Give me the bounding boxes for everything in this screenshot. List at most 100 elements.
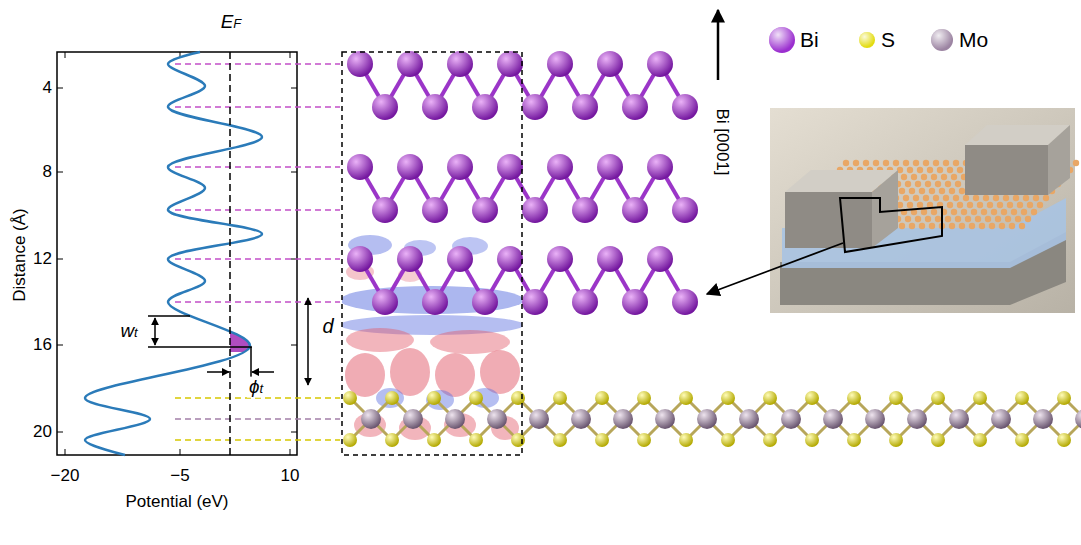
channel-atom <box>899 188 905 194</box>
legend-swatch <box>931 29 953 51</box>
plane-guide <box>175 258 340 260</box>
channel-atom <box>947 202 953 208</box>
channel-atom <box>921 174 927 180</box>
channel-atom <box>883 160 889 166</box>
channel-atom <box>925 181 931 187</box>
density-lobe <box>426 390 454 410</box>
bi-atom <box>472 94 498 120</box>
channel-atom <box>1003 195 1009 201</box>
bi-atom <box>472 197 498 223</box>
channel-atom <box>905 181 911 187</box>
channel-atom <box>1037 202 1043 208</box>
s-atom <box>931 433 945 447</box>
tick-label: −20 <box>51 467 80 486</box>
mo-atom <box>823 409 843 429</box>
channel-atom <box>1015 216 1021 222</box>
bi-atom <box>372 289 398 315</box>
plane-guide <box>175 439 340 441</box>
channel-atom <box>967 202 973 208</box>
tick-mark <box>57 432 63 433</box>
fermi-level-label: EF <box>221 12 242 33</box>
barrier-fill <box>230 312 262 352</box>
bi-atom <box>572 94 598 120</box>
s-atom <box>637 433 651 447</box>
bi-atom <box>572 289 598 315</box>
mo-atom <box>697 409 717 429</box>
direction-arrow <box>717 10 720 80</box>
channel-atom <box>957 167 963 173</box>
channel-atom <box>933 160 939 166</box>
swatch-highlight <box>769 27 795 53</box>
channel-atom <box>913 195 919 201</box>
channel-atom <box>929 223 935 229</box>
channel-atom <box>993 195 999 201</box>
swatch-highlight <box>931 29 953 51</box>
channel-atom <box>943 195 949 201</box>
channel-atom <box>943 160 949 166</box>
s-atom <box>679 391 693 405</box>
channel-atom <box>949 223 955 229</box>
contact-side <box>1048 125 1070 195</box>
plot-frame <box>57 52 297 455</box>
channel-atom <box>853 160 859 166</box>
channel-atom <box>909 188 915 194</box>
axis-title: Potential (eV) <box>126 493 229 512</box>
region-outline <box>840 198 942 252</box>
tick-mark <box>291 345 297 346</box>
mo-atom <box>949 409 969 429</box>
s-atom <box>1015 391 1029 405</box>
mo-atom <box>739 409 759 429</box>
channel-atom <box>991 209 997 215</box>
channel-atom <box>953 195 959 201</box>
bi-atom <box>547 154 573 180</box>
direction-label: Bi [0001] <box>713 108 732 175</box>
axis-title: Distance (Å) <box>11 208 30 302</box>
channel-atom <box>863 160 869 166</box>
tick-mark <box>65 52 66 58</box>
tick-mark <box>290 449 291 455</box>
dimension-label: wt <box>120 321 137 342</box>
tick-label: 12 <box>33 250 52 269</box>
tick-label: −5 <box>170 467 189 486</box>
bi-atom <box>397 51 423 77</box>
bi-atom <box>647 246 673 272</box>
channel-atom <box>905 216 911 222</box>
channel-atom <box>981 209 987 215</box>
tick-mark <box>65 449 66 455</box>
bi-atom <box>597 246 623 272</box>
channel-atom <box>951 209 957 215</box>
channel-atom <box>1017 202 1023 208</box>
zoom-box <box>342 52 522 455</box>
tick-label: 16 <box>33 336 52 355</box>
s-atom <box>763 391 777 405</box>
channel-atom <box>921 209 927 215</box>
dimension-arrow <box>252 371 274 373</box>
plane-guide <box>175 63 340 65</box>
channel-atom <box>933 195 939 201</box>
s-atom <box>385 391 399 405</box>
channel-atom <box>913 160 919 166</box>
channel-atom <box>1023 195 1029 201</box>
channel-atom <box>915 216 921 222</box>
legend <box>769 27 953 53</box>
channel-atom <box>1025 216 1031 222</box>
channel-atom <box>961 209 967 215</box>
bi-atom <box>597 154 623 180</box>
contact-front <box>785 192 872 248</box>
bi-atom <box>597 51 623 77</box>
bi-atom <box>647 51 673 77</box>
channel-atom <box>973 195 979 201</box>
bracket-line <box>148 346 252 348</box>
channel-atom <box>947 167 953 173</box>
potential-curve <box>85 52 262 455</box>
potential-plot <box>57 52 297 455</box>
mo-atom <box>655 409 675 429</box>
s-atom <box>595 433 609 447</box>
channel-atom <box>937 167 943 173</box>
channel-atom <box>977 202 983 208</box>
mo-atom <box>865 409 885 429</box>
tick-label: 20 <box>33 423 52 442</box>
s-atom <box>805 391 819 405</box>
channel-atom <box>901 174 907 180</box>
channel-atom <box>959 188 965 194</box>
